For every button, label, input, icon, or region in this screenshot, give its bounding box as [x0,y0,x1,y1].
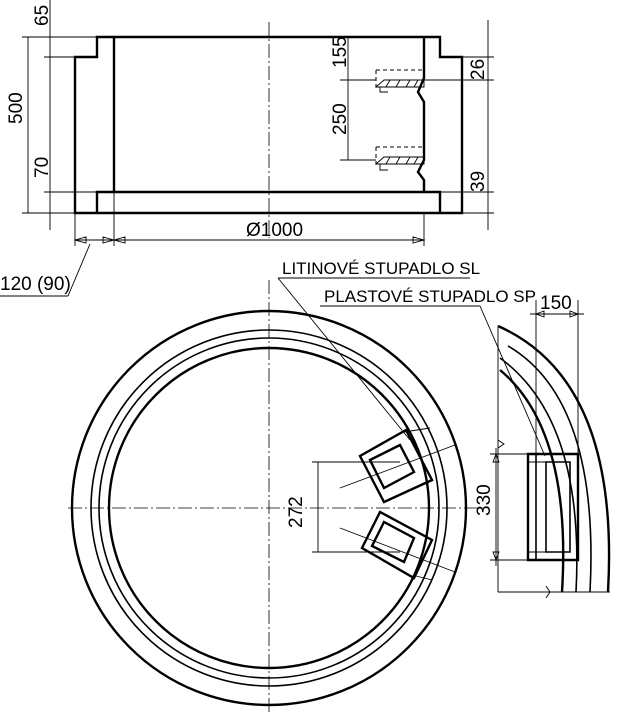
detail-inner-arc-2 [499,369,565,593]
dim-330: 330 [474,484,495,516]
detail-view: 150 330 [474,293,611,599]
plastic-step [526,452,580,562]
dim-272-lines [312,461,400,553]
cast-step-upper [339,427,456,504]
step-upper-section [374,69,425,93]
dim-70: 70 [32,157,53,178]
inner-wall-right [416,37,426,192]
dim-150-lines [530,300,584,454]
plan-view: 272 [68,280,485,712]
dim-155: 155 [330,36,351,68]
detail-wall-arc [507,345,592,593]
dim-39: 39 [468,171,489,192]
dim-500: 500 [6,92,27,124]
detail-inner-arc-1 [499,357,578,593]
bottom-rebate [95,190,442,213]
dim-65: 65 [32,5,53,26]
label-plastic-step: PLASTOVÉ STUPADLO SP [324,287,536,306]
dim-diameter-1000: Ø1000 [246,220,303,241]
dim-330-lines [490,448,528,566]
dim-272: 272 [286,496,307,528]
detail-outer-arc [497,324,611,593]
callouts: LITINOVÉ STUPADLO SL PLASTOVÉ STUPADLO S… [277,259,546,457]
dim-26: 26 [468,59,489,80]
bottom-dimension [0,192,426,297]
step-lower-section [374,146,425,171]
dim-120-90: 120 (90) [0,274,71,295]
cast-step-lower [339,510,456,581]
dim-150: 150 [540,293,572,314]
ring-outer-profile [73,35,464,215]
left-dimensions [22,0,97,230]
right-dimensions [340,20,494,230]
side-section-view: 65 500 70 155 250 26 39 Ø1000 120 (90) [0,0,494,297]
label-cast-step: LITINOVÉ STUPADLO SL [282,259,480,278]
dim-250: 250 [330,103,351,135]
